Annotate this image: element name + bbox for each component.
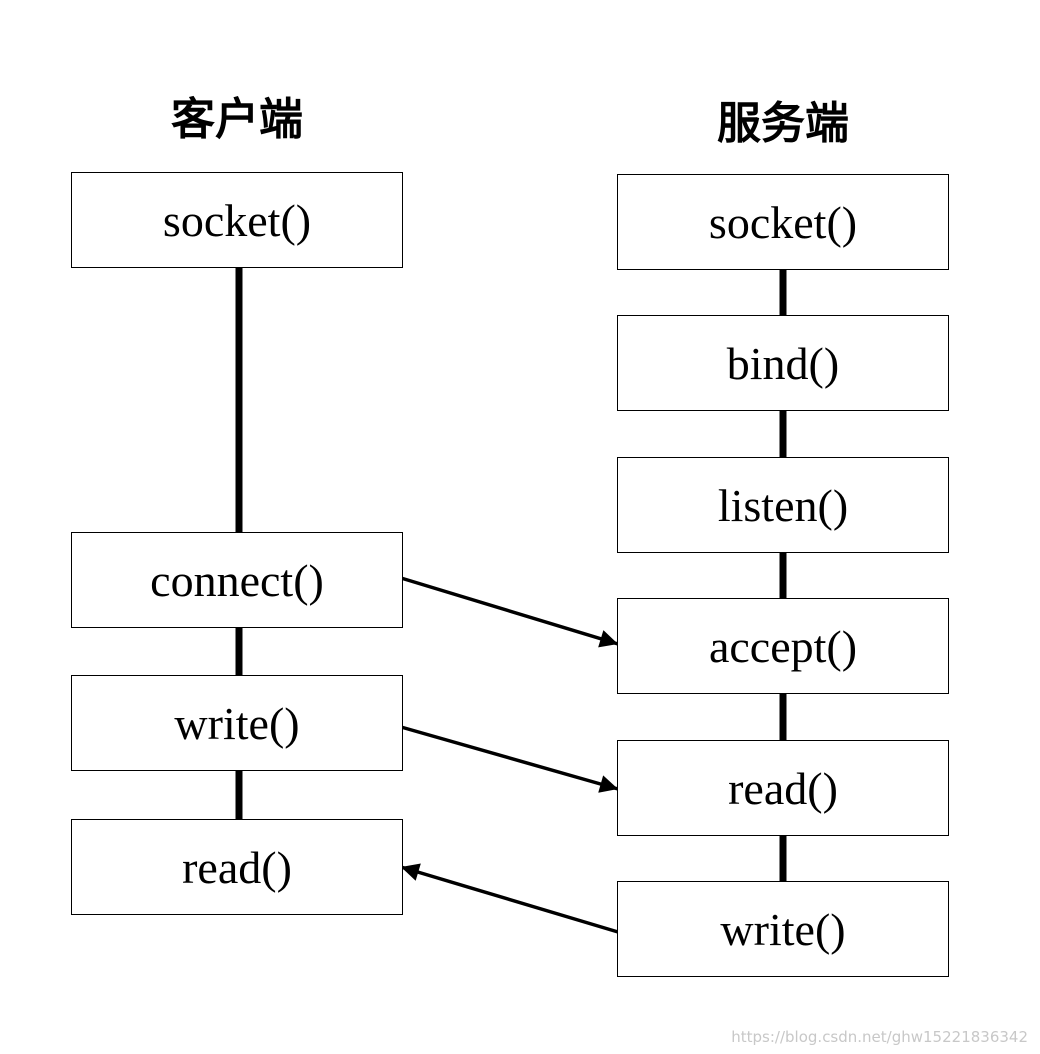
client-step-connect: connect() (71, 532, 403, 628)
server-step-read: read() (617, 740, 949, 836)
client-step-read: read() (71, 819, 403, 915)
step-label: accept() (708, 620, 858, 672)
step-label: listen() (717, 479, 849, 531)
step-label: read() (182, 841, 292, 893)
server-step-listen: listen() (617, 457, 949, 553)
step-label: write() (720, 903, 846, 955)
server-heading: 服务端 (717, 98, 849, 149)
server-step-accept: accept() (617, 598, 949, 694)
watermark: https://blog.csdn.net/ghw15221836342 (731, 1028, 1028, 1046)
step-label: write() (174, 697, 300, 749)
arrow-write-to-read (400, 725, 619, 793)
step-label: socket() (708, 196, 858, 248)
client-heading: 客户端 (171, 94, 303, 145)
arrow-connect-to-accept (400, 576, 619, 648)
step-label: bind() (726, 337, 840, 389)
server-step-bind: bind() (617, 315, 949, 411)
arrow-write-to-read-reply (400, 863, 619, 934)
step-label: connect() (150, 554, 324, 606)
step-label: socket() (162, 194, 312, 246)
server-step-socket: socket() (617, 174, 949, 270)
server-step-write: write() (617, 881, 949, 977)
step-label: read() (728, 762, 838, 814)
client-step-socket: socket() (71, 172, 403, 268)
client-step-write: write() (71, 675, 403, 771)
